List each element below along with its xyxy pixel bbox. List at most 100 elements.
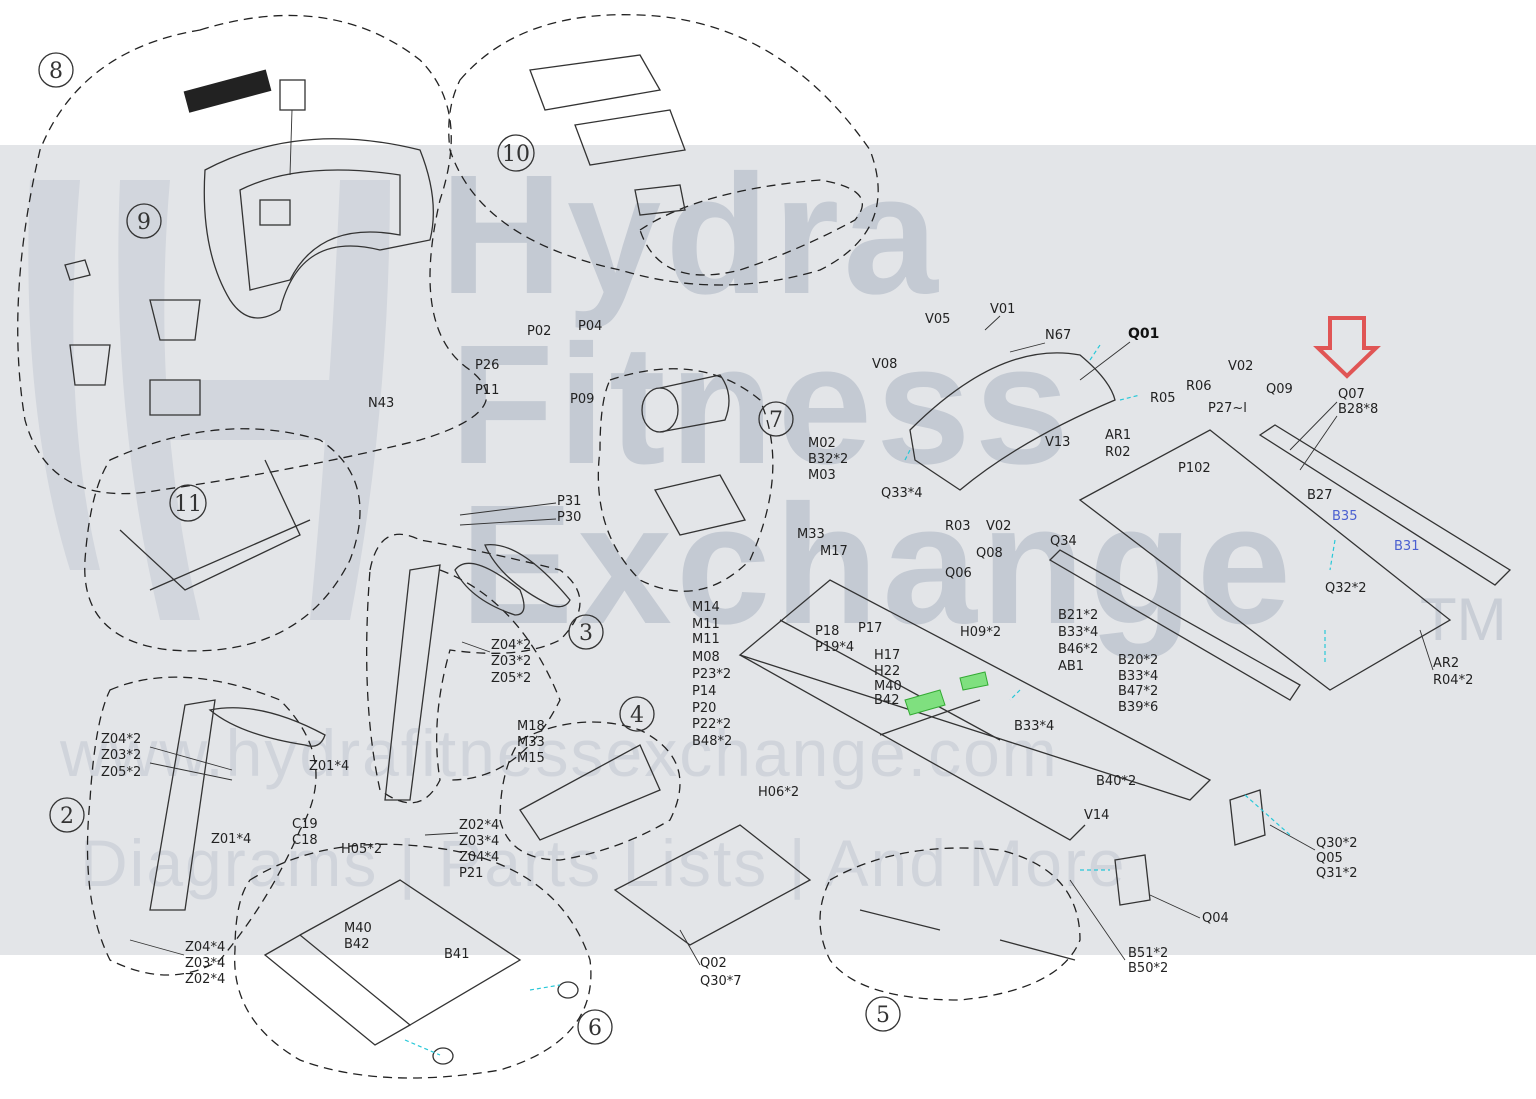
label-M02: M02: [808, 436, 836, 451]
label-Q02: Q02: [700, 956, 727, 971]
label-Q31-2: Q31*2: [1316, 866, 1358, 881]
label-B20-2: B20*2: [1118, 653, 1158, 668]
label-Z01-4a: Z01*4: [309, 759, 349, 774]
svg-text:3: 3: [579, 621, 593, 646]
label-B33-4c: B33*4: [1014, 719, 1054, 734]
label-Q09: Q09: [1266, 382, 1293, 397]
group-number-9: 9: [126, 203, 162, 239]
label-M03: M03: [808, 468, 836, 483]
motor-hood: [909, 352, 1116, 491]
base-frame: [263, 879, 579, 1065]
label-P102: P102: [1178, 461, 1211, 476]
display-assembly: [529, 54, 686, 216]
highlight-arrow-icon: [1313, 316, 1381, 379]
label-B39-6: B39*6: [1118, 700, 1158, 715]
group-3-outline: [366, 533, 581, 804]
label-P23-2: P23*2: [692, 667, 731, 682]
motor-assembly: [641, 374, 746, 536]
label-P19-4: P19*4: [815, 640, 854, 655]
label-Q04: Q04: [1202, 911, 1229, 926]
label-P30: P30: [557, 510, 581, 525]
label-B41: B41: [444, 947, 469, 962]
label-M15: M15: [517, 751, 545, 766]
label-H17: H17: [874, 648, 900, 663]
label-V14: V14: [1084, 808, 1109, 823]
label-Z02-4a: Z02*4: [185, 972, 225, 987]
label-P26: P26: [475, 358, 499, 373]
label-Q30-2: Q30*2: [1316, 836, 1358, 851]
label-Q33-4: Q33*4: [881, 486, 923, 501]
label-Z05-2b: Z05*2: [101, 765, 141, 780]
label-M08: M08: [692, 650, 720, 665]
incline-parts: [859, 909, 1076, 961]
group-number-5: 5: [865, 996, 901, 1032]
label-AB1: AB1: [1058, 659, 1084, 674]
label-H05-2: H05*2: [341, 842, 382, 857]
label-C18: C18: [292, 833, 318, 848]
label-P20: P20: [692, 701, 716, 716]
label-Z03-4a: Z03*4: [185, 956, 225, 971]
label-Q34: Q34: [1050, 534, 1077, 549]
label-M40b: M40: [344, 921, 372, 936]
svg-text:8: 8: [49, 59, 63, 84]
label-M11b: M11: [692, 632, 720, 647]
label-B50-2: B50*2: [1128, 961, 1168, 976]
label-Z04-4a: Z04*4: [185, 940, 225, 955]
upright-posts: [149, 543, 571, 911]
svg-text:2: 2: [60, 804, 74, 829]
label-B33-4b: B33*4: [1118, 669, 1158, 684]
label-Q01: Q01: [1128, 326, 1159, 342]
label-V05: V05: [925, 312, 950, 327]
watermark-band: [0, 145, 1536, 955]
svg-text:6: 6: [588, 1016, 602, 1041]
group-6-outline: [234, 843, 592, 1079]
fastener-guides: [404, 344, 1336, 1056]
label-M33b: M33: [517, 735, 545, 750]
svg-text:7: 7: [769, 408, 783, 433]
leader-lines: [129, 315, 1434, 966]
group-11-outline: [84, 428, 361, 652]
label-Z05-2a: Z05*2: [491, 671, 531, 686]
group-10b-outline: [639, 179, 863, 276]
label-R03: R03: [945, 519, 971, 534]
svg-text:9: 9: [137, 210, 151, 235]
label-P18: P18: [815, 624, 839, 639]
label-H09-2: H09*2: [960, 625, 1001, 640]
label-P14: P14: [692, 684, 716, 699]
label-AR1: AR1: [1105, 428, 1131, 443]
label-AR2: AR2: [1433, 656, 1459, 671]
label-P11: P11: [475, 383, 499, 398]
accessory-parts: [64, 259, 201, 416]
label-V02b: V02: [1228, 359, 1253, 374]
group-number-6: 6: [577, 1009, 613, 1045]
label-R06: R06: [1186, 379, 1212, 394]
group-number-3: 3: [568, 614, 604, 650]
group-2-outline: [86, 676, 317, 976]
label-B42a: B42: [874, 693, 899, 708]
watermark-brand-line3: Exchange: [460, 470, 1296, 660]
green-part-2: [959, 671, 989, 691]
label-B46-2: B46*2: [1058, 642, 1098, 657]
label-B33-4a: B33*4: [1058, 625, 1098, 640]
label-B21-2: B21*2: [1058, 608, 1098, 623]
svg-text:5: 5: [876, 1003, 890, 1028]
label-P09: P09: [570, 392, 594, 407]
label-M18: M18: [517, 719, 545, 734]
label-C19: C19: [292, 817, 318, 832]
label-B31: B31: [1394, 539, 1419, 554]
label-P21: P21: [459, 866, 483, 881]
label-V02a: V02: [986, 519, 1011, 534]
label-B47-2: B47*2: [1118, 684, 1158, 699]
label-M11a: M11: [692, 617, 720, 632]
label-N67: N67: [1045, 328, 1071, 343]
group-7-outline: [597, 368, 774, 592]
group-number-10: 10: [497, 134, 535, 172]
label-M33a: M33: [797, 527, 825, 542]
group-8-outline: [17, 14, 488, 495]
deck-and-rails: [1048, 424, 1512, 701]
label-B35: B35: [1332, 509, 1357, 524]
watermark-brand-line1: Hydra: [440, 140, 942, 330]
label-Q06: Q06: [945, 566, 972, 581]
